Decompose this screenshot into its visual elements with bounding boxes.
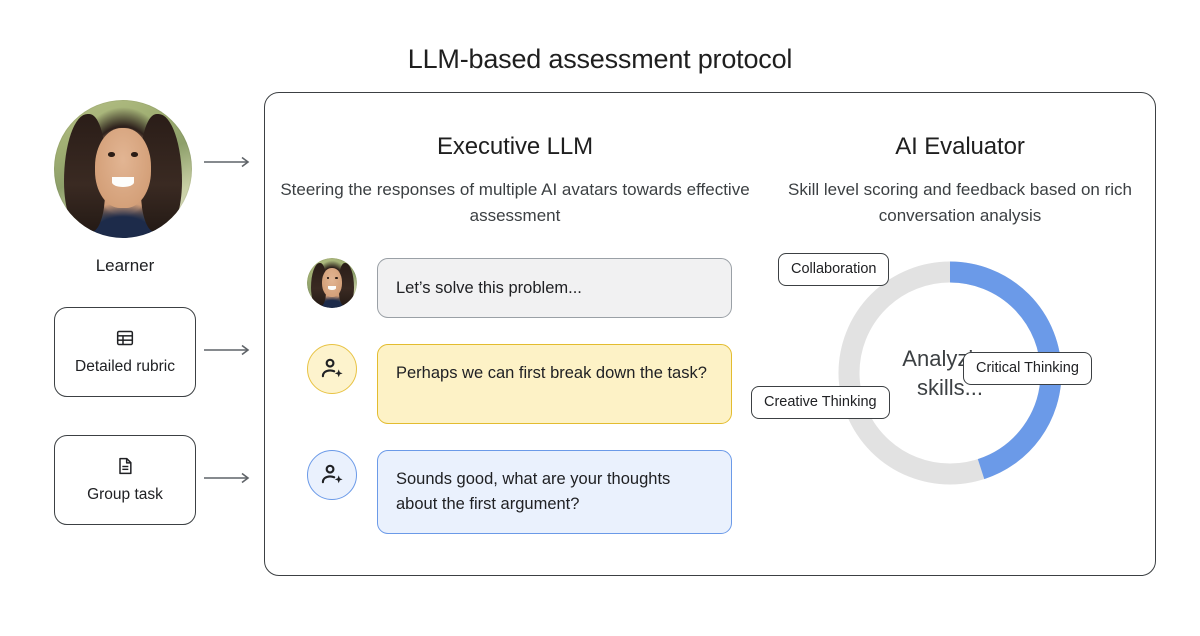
person-sparkle-icon xyxy=(321,464,343,484)
chat-bubble: Let’s solve this problem... xyxy=(377,258,732,318)
avatar-smile xyxy=(111,177,135,187)
person-sparkle-icon xyxy=(321,358,343,378)
chat-transcript: Let’s solve this problem... Perhaps we c… xyxy=(307,258,732,560)
chat-avatar-ai-blue xyxy=(307,450,357,500)
avatar-face xyxy=(95,127,151,208)
column-ai-evaluator: AI Evaluator Skill level scoring and fee… xyxy=(765,93,1155,229)
avatar-eye-right xyxy=(131,152,139,157)
chat-message: Perhaps we can first break down the task… xyxy=(307,344,732,424)
skills-donut-chart: Analyzing skills... Collaboration Critic… xyxy=(751,93,1155,577)
arrow-rubric-to-panel xyxy=(204,344,250,356)
learner-label: Learner xyxy=(95,256,155,275)
avatar-hair-right xyxy=(338,263,354,306)
chat-bubble: Sounds good, what are your thoughts abou… xyxy=(377,450,732,534)
left-rail: Learner Detailed rubric Group task xyxy=(0,0,265,636)
page-title: LLM-based assessment protocol xyxy=(407,44,793,74)
arrow-learner-to-panel xyxy=(204,156,250,168)
rail-card-detailed-rubric[interactable]: Detailed rubric xyxy=(54,307,196,397)
chat-message: Sounds good, what are your thoughts abou… xyxy=(307,450,732,534)
rail-card-label: Group task xyxy=(87,486,163,503)
rail-card-group-task[interactable]: Group task xyxy=(54,435,196,525)
avatar-smile xyxy=(328,286,336,290)
column-heading: Executive LLM xyxy=(436,133,594,160)
chat-avatar-ai-yellow xyxy=(307,344,357,394)
avatar-eye-left xyxy=(107,152,115,157)
table-grid-icon xyxy=(116,330,134,346)
learner-avatar xyxy=(54,100,192,238)
chat-message: Let’s solve this problem... xyxy=(307,258,732,318)
arrow-group-task-to-panel xyxy=(204,472,250,484)
avatar-face xyxy=(322,268,342,297)
document-icon xyxy=(119,457,132,475)
learner-avatar-small xyxy=(307,258,357,308)
assessment-protocol-panel: Executive LLM Steering the responses of … xyxy=(264,92,1156,576)
rail-card-label: Detailed rubric xyxy=(75,358,175,375)
avatar-hair-left xyxy=(310,263,326,306)
avatar-eye-right xyxy=(335,277,338,279)
skill-chip-creative-thinking[interactable]: Creative Thinking xyxy=(751,386,890,419)
column-subtitle: Steering the responses of multiple AI av… xyxy=(280,180,750,225)
column-executive-llm: Executive LLM Steering the responses of … xyxy=(265,93,765,534)
chat-avatar-learner xyxy=(307,258,357,308)
learner-block: Learner xyxy=(54,100,196,276)
skill-chip-collaboration[interactable]: Collaboration xyxy=(778,253,890,286)
column-heading: AI Evaluator xyxy=(895,133,1025,160)
chat-bubble: Perhaps we can first break down the task… xyxy=(377,344,732,424)
column-subtitle: Skill level scoring and feedback based o… xyxy=(788,180,1132,225)
skill-chip-critical-thinking[interactable]: Critical Thinking xyxy=(963,352,1092,385)
avatar-eye-left xyxy=(326,277,329,279)
